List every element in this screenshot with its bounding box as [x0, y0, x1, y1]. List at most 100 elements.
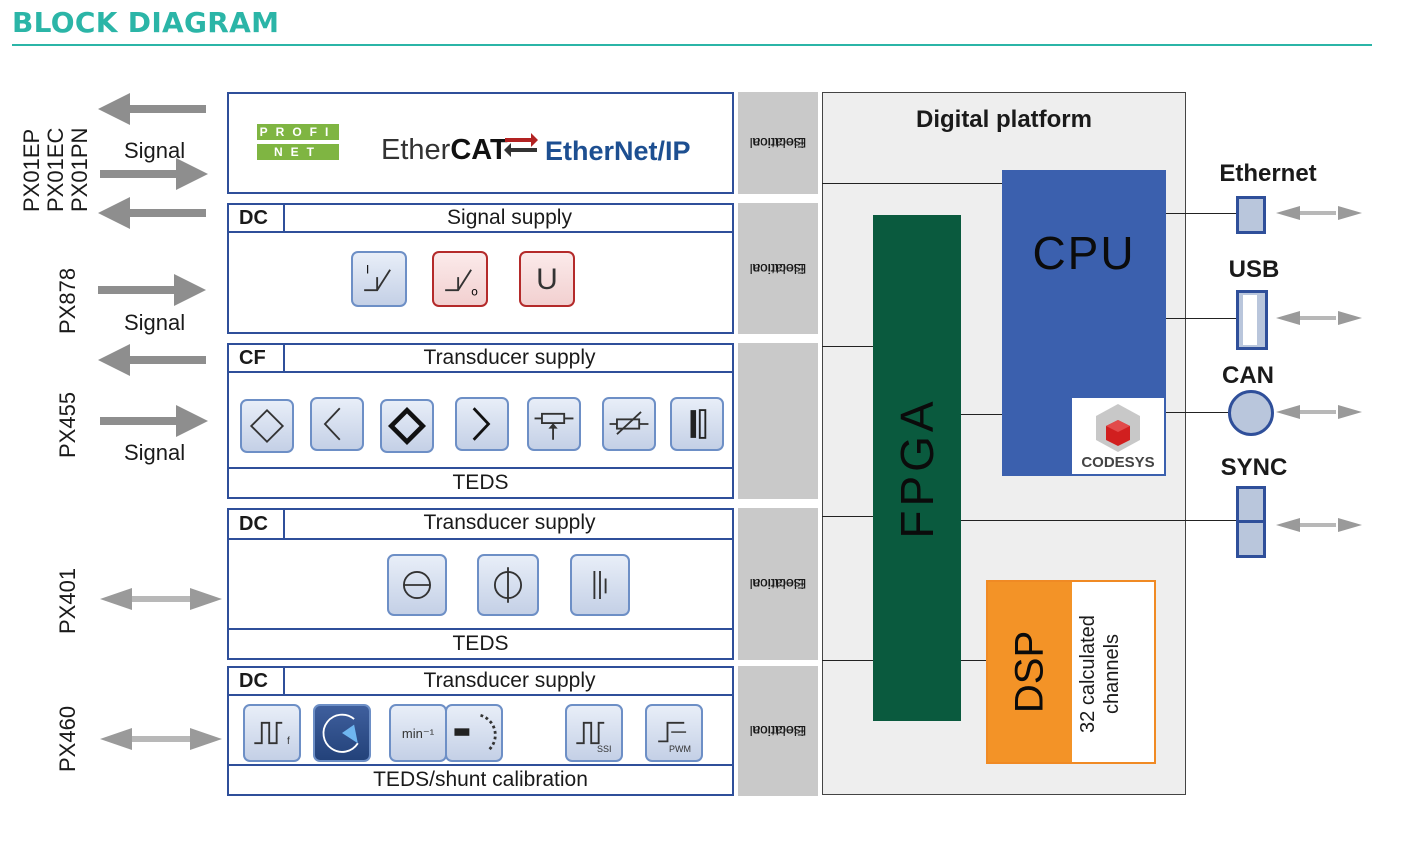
module-title: Transducer supply	[423, 511, 596, 534]
ethernetip-text-b: Net/IP	[614, 136, 691, 166]
module-footer: TEDS	[229, 628, 732, 658]
module-title: Transducer supply	[423, 346, 596, 369]
piezo-sensor-icon	[670, 397, 724, 451]
voltage-icon: U	[519, 251, 575, 307]
frequency-input-icon: f	[243, 704, 301, 762]
dsp-channels-line2: channels	[1101, 633, 1123, 715]
label-px01pn: PX01PN	[67, 127, 92, 212]
bus-line	[822, 346, 873, 347]
fpga-block: FPGA	[873, 215, 961, 721]
ethernet-line	[1166, 213, 1238, 214]
fpga-label: FPGA	[891, 397, 943, 539]
current-output-icon: o	[432, 251, 488, 307]
label-px460: PX460	[55, 705, 80, 772]
isolation-line2: isolation	[752, 260, 804, 277]
signal-label: Signal	[124, 310, 186, 335]
fpga-dsp-line	[961, 660, 986, 661]
bus-line	[822, 516, 873, 517]
profinet-top: PROFI	[257, 124, 339, 140]
digital-platform-title: Digital platform	[915, 106, 1092, 133]
bus-line	[822, 660, 873, 661]
codesys-logo: CODESYS	[1072, 398, 1164, 474]
dsp-channels-line1: 32 calculated	[1077, 615, 1099, 733]
port-arrow-ethernet	[1276, 206, 1362, 220]
signal-label: Signal	[124, 138, 186, 163]
arrow-bi-2-right	[190, 728, 222, 750]
label-px01ec: PX01EC	[43, 127, 68, 212]
fpga-cpu-line	[961, 414, 1002, 415]
isolation-bar-blank	[738, 343, 818, 499]
sync-label: SYNC	[1220, 454, 1288, 481]
speed-rpm-icon: min⁻¹	[389, 704, 447, 762]
module-title: Signal supply	[447, 206, 572, 229]
thermistor-icon	[602, 397, 656, 451]
current-input-icon: I	[351, 251, 407, 307]
port-arrow-usb	[1276, 311, 1362, 325]
fieldbus-module: PROFI NET EtherCAT EtherNet/IP	[227, 92, 734, 194]
pwm-label: PWM	[669, 744, 691, 754]
quarter-bridge-icon	[455, 397, 509, 451]
ethernet-label: Ethernet	[1219, 160, 1317, 187]
arrow-bi-1-left	[100, 588, 132, 610]
module-footer: TEDS	[229, 467, 732, 497]
full-bridge-bold-icon	[380, 399, 434, 453]
ethercat-text-a: Ether	[381, 134, 451, 166]
lvdt-icon	[387, 554, 447, 616]
gear-sensor-icon	[445, 704, 503, 762]
arrow-bi-1-right	[190, 588, 222, 610]
can-label: CAN	[1222, 362, 1274, 389]
isolation-line2: isolation	[752, 723, 804, 739]
ethercat-text-b: CAT	[450, 134, 508, 166]
dc-transducer-module-a: DC Transducer supply TEDS	[227, 508, 734, 660]
module-tag: DC	[229, 510, 285, 538]
isolation-line2: isolation	[752, 135, 804, 151]
signal-label: Signal	[124, 440, 186, 465]
ethernetip-logo: EtherNet/IP	[545, 136, 691, 167]
ethernetip-text-a: Ether	[545, 136, 615, 166]
port-arrow-can	[1276, 405, 1362, 419]
usb-port-icon[interactable]	[1236, 290, 1268, 350]
profinet-logo: PROFI NET	[257, 124, 339, 161]
signal-supply-module: DC Signal supply I o U	[227, 203, 734, 334]
rpm-label: min⁻¹	[401, 726, 435, 741]
usb-line	[1166, 318, 1238, 319]
sync-port-icon[interactable]	[1236, 486, 1266, 558]
module-footer: TEDS/shunt calibration	[229, 764, 732, 794]
strain-gauge-icon	[570, 554, 630, 616]
dsp-label: DSP	[1007, 630, 1052, 714]
cpu-block: CPU CODESYS	[1002, 170, 1166, 476]
ssi-label: SSI	[597, 744, 612, 754]
module-tag: CF	[229, 345, 285, 371]
dc-transducer-module-b: DC Transducer supply f min⁻¹ SSI PWM TED…	[227, 666, 734, 796]
cf-transducer-module: CF Transducer supply TEDS	[227, 343, 734, 499]
label-px455: PX455	[55, 391, 80, 458]
inductive-half-bridge-icon	[477, 554, 539, 616]
profinet-bottom: NET	[257, 144, 339, 160]
pwm-icon: PWM	[645, 704, 703, 762]
codesys-cube-icon	[1096, 404, 1140, 452]
ethernet-port-icon[interactable]	[1236, 196, 1266, 234]
label-px401: PX401	[55, 567, 80, 634]
can-port-icon[interactable]	[1228, 390, 1274, 436]
ethercat-logo: EtherCAT	[381, 134, 508, 167]
title-underline	[12, 44, 1372, 46]
cpu-label: CPU	[1032, 227, 1136, 279]
label-px878: PX878	[55, 267, 80, 334]
arrow-bi-2-left	[100, 728, 132, 750]
half-bridge-icon	[310, 397, 364, 451]
potentiometer-icon	[527, 397, 581, 451]
sync-line	[961, 520, 1237, 521]
svg-text:I: I	[366, 263, 369, 276]
port-arrow-sync	[1276, 518, 1362, 532]
module-tag: DC	[229, 205, 285, 231]
ethercat-arrows-icon	[504, 133, 538, 157]
page-title: BLOCK DIAGRAM	[12, 6, 280, 39]
label-px01ep: PX01EP	[19, 128, 44, 212]
